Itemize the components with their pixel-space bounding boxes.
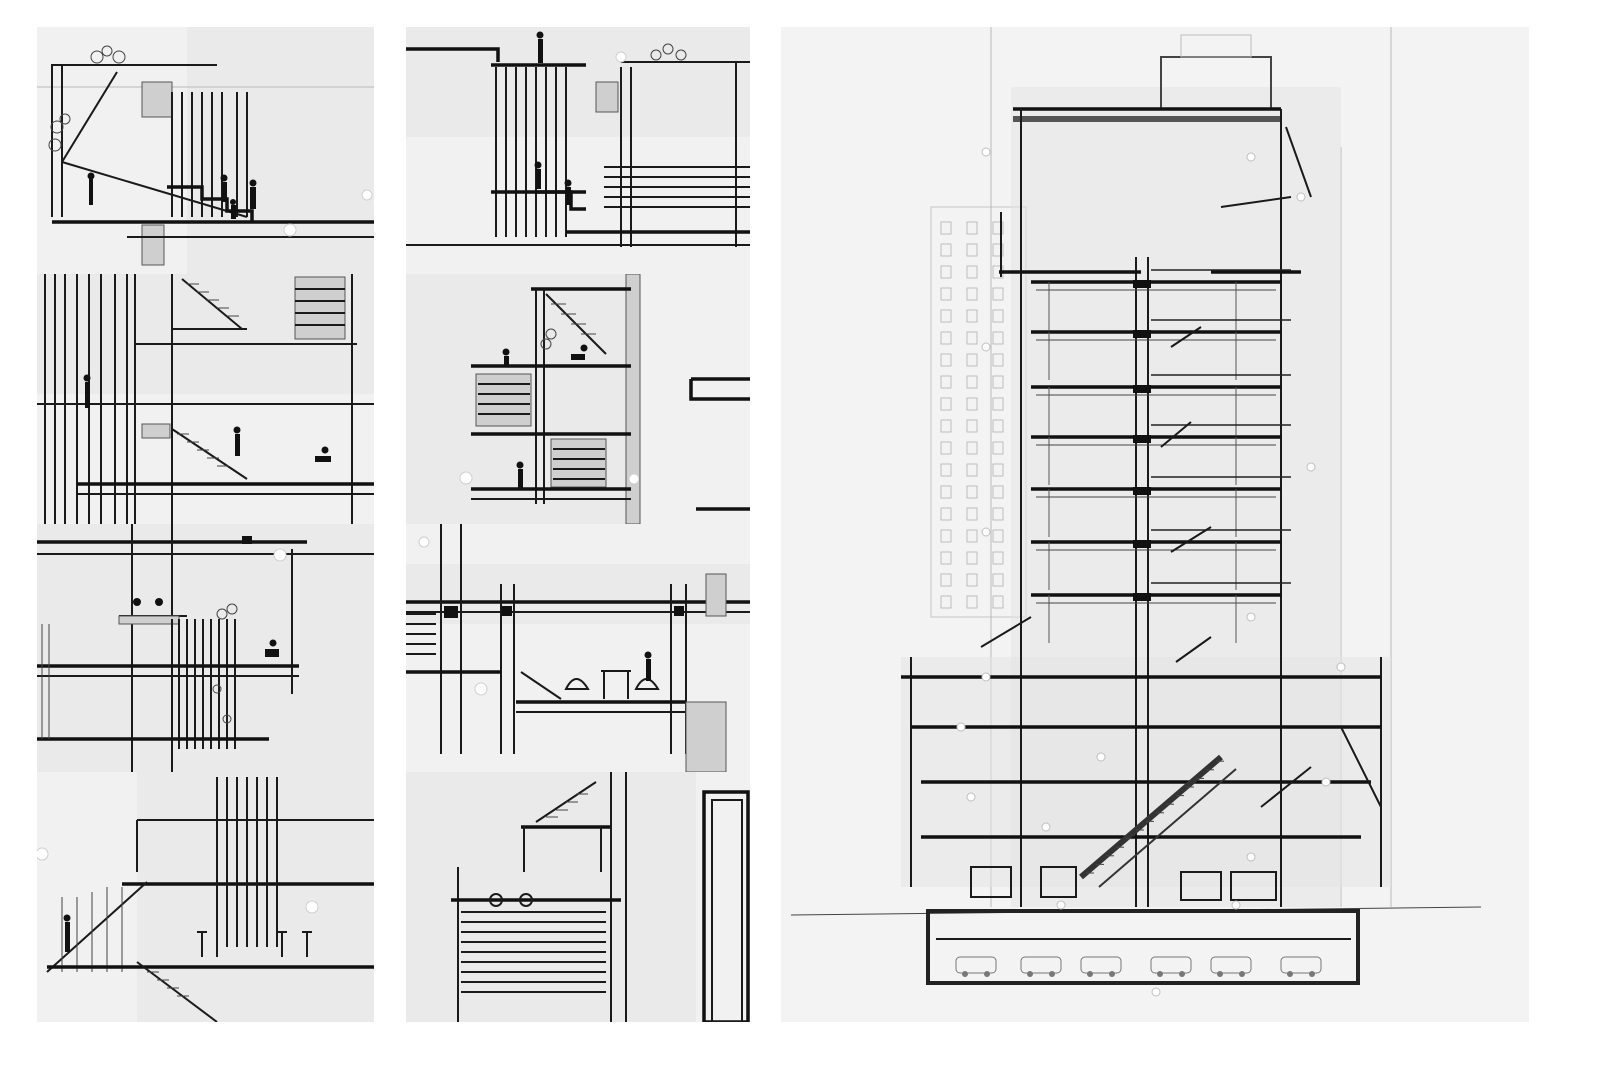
double-height-stair-detail <box>37 274 374 524</box>
planted-screen-detail <box>37 524 374 772</box>
seating-deck-detail <box>406 524 750 772</box>
upper-stair-detail <box>406 27 750 274</box>
ground-shutter-detail <box>406 772 750 1022</box>
cafe-terrace-detail <box>37 772 374 1022</box>
roof-terrace-detail <box>37 27 374 274</box>
mezzanine-stair-detail <box>406 274 750 524</box>
building-section-drawing <box>790 27 1482 997</box>
mezzanine-stair-drawing <box>406 274 750 524</box>
basement-cars <box>955 956 1322 977</box>
roof-terrace-drawing <box>37 27 374 274</box>
tracing-pins <box>956 147 1346 997</box>
upper-stair-drawing <box>406 27 750 247</box>
floor-slabs <box>1031 269 1291 643</box>
ground-shutter-drawing <box>406 772 750 1022</box>
double-height-stair-drawing <box>37 274 374 524</box>
full-building-section <box>781 27 1529 1022</box>
cafe-terrace-drawing <box>37 772 374 1022</box>
neighbour-windows <box>940 221 1004 609</box>
seating-deck-drawing <box>406 524 750 772</box>
planted-screen-drawing <box>37 524 374 772</box>
